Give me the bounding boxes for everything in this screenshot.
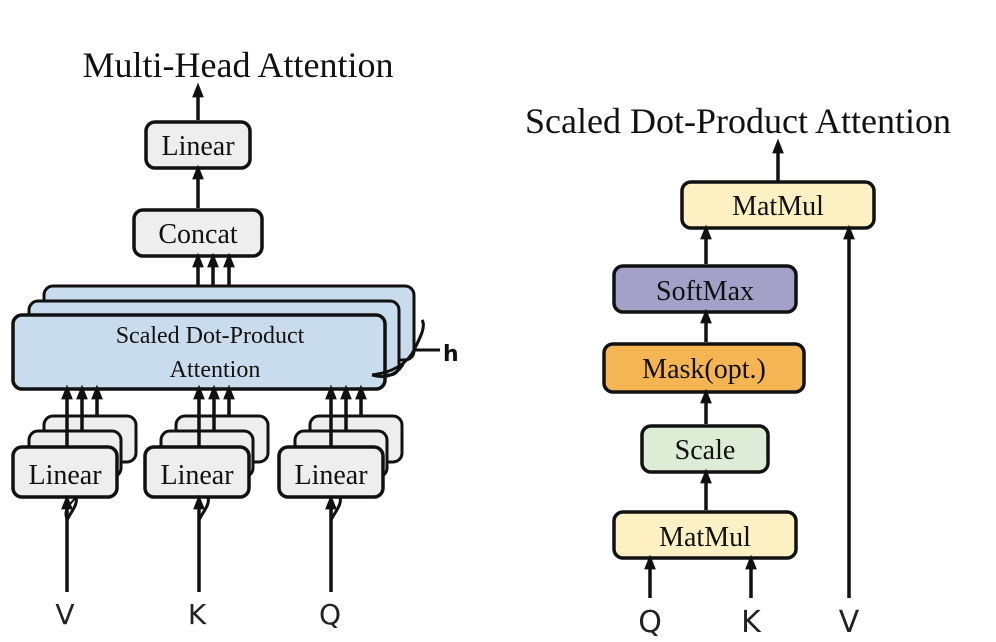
bottom-matmul-label: MatMul — [659, 522, 751, 553]
mask-label: Mask(opt.) — [642, 354, 766, 385]
linear-label-k: Linear — [160, 460, 234, 491]
attention-label-line1: Scaled Dot-Product — [116, 323, 305, 349]
linear-stack-k: Linear — [143, 384, 270, 592]
concat-label: Concat — [158, 219, 238, 250]
top-matmul-label: MatMul — [732, 191, 824, 222]
linear-label-v: Linear — [28, 460, 102, 491]
multi-head-attention-panel: Multi-Head Attention Linear Concat Scale… — [11, 45, 459, 631]
softmax-label: SoftMax — [656, 276, 754, 307]
input-label-q: Q — [319, 598, 341, 631]
linear-stack-v: Linear — [11, 384, 138, 592]
scaled-dot-title: Scaled Dot-Product Attention — [525, 101, 951, 141]
sdpa-input-label-k: K — [741, 605, 762, 640]
linear-label-q: Linear — [294, 460, 368, 491]
top-matmul-box — [680, 180, 876, 230]
input-label-v: V — [55, 598, 74, 631]
multi-head-title: Multi-Head Attention — [83, 45, 394, 85]
scaled-dot-product-panel: Scaled Dot-Product Attention MatMul Soft… — [525, 101, 951, 640]
input-label-k: K — [188, 598, 207, 631]
attention-label-line2: Attention — [170, 357, 261, 383]
heads-label: h — [443, 342, 459, 367]
top-linear-label: Linear — [161, 131, 235, 162]
sdpa-input-label-v: V — [839, 605, 860, 640]
bottom-matmul-box — [612, 510, 798, 560]
heads-brace — [371, 319, 440, 378]
scale-label: Scale — [675, 435, 736, 466]
linear-stack-q: Linear — [277, 384, 404, 592]
sdpa-input-label-q: Q — [638, 605, 662, 640]
